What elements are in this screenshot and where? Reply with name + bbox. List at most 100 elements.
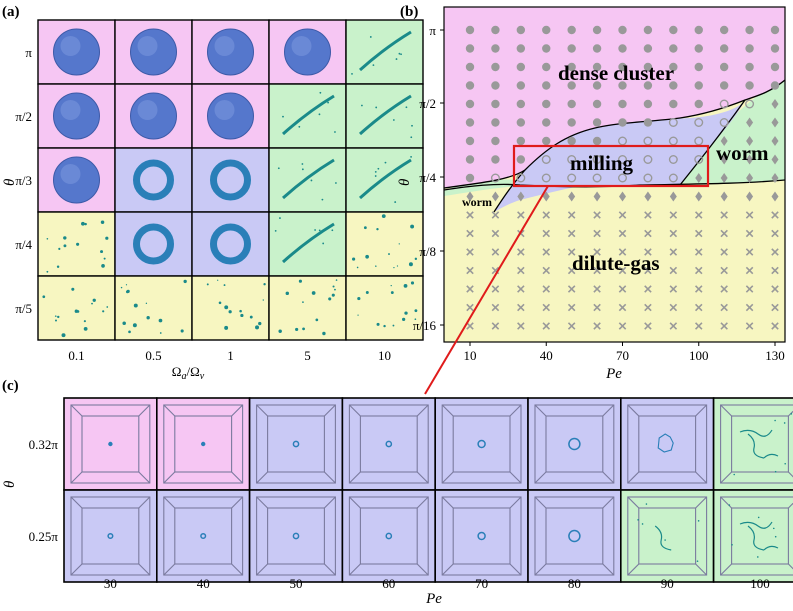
panel-a-cell-bg xyxy=(114,275,193,341)
gas-particle xyxy=(46,237,49,240)
panel-a-cell-bg xyxy=(268,211,347,277)
gas-particle xyxy=(398,243,400,245)
milling-ring-snapshot xyxy=(477,531,486,541)
marker-dense-cluster xyxy=(592,136,602,146)
gas-particle xyxy=(298,279,302,283)
gas-particle xyxy=(146,316,150,320)
marker-dilute-gas xyxy=(694,322,703,330)
marker-dense-cluster xyxy=(465,44,475,53)
marker-milling xyxy=(567,154,577,164)
marker-dilute-gas xyxy=(491,285,500,293)
panel-c-y-tick: 0.25π xyxy=(29,529,59,544)
marker-dilute-gas xyxy=(694,303,703,312)
marker-dense-cluster xyxy=(567,118,576,127)
panel-c-x-tick: 100 xyxy=(750,576,770,591)
marker-dilute-gas xyxy=(466,303,474,312)
worm-snapshot xyxy=(358,94,412,136)
panel-c-cell xyxy=(156,397,251,491)
panel-a-cell xyxy=(345,19,424,85)
marker-dense-cluster xyxy=(618,81,627,90)
panel-a-x-tick: 10 xyxy=(378,348,391,363)
marker-dilute-gas xyxy=(720,285,728,293)
panel-a-x-title: Ωa/Ωv xyxy=(172,364,205,382)
marker-dense-cluster xyxy=(592,62,602,72)
gas-particle xyxy=(120,286,123,289)
marker-worm xyxy=(720,173,728,183)
marker-milling xyxy=(592,154,602,164)
gas-particle xyxy=(81,221,85,226)
marker-dense-cluster xyxy=(465,62,475,72)
marker-dilute-gas xyxy=(517,266,525,275)
gas-particle xyxy=(125,290,129,294)
gas-particle xyxy=(388,253,390,256)
marker-worm xyxy=(466,191,474,202)
marker-dilute-gas xyxy=(644,229,652,238)
panel-b-y-tick: π/8 xyxy=(419,244,436,259)
marker-dilute-gas xyxy=(771,322,779,330)
marker-dilute-gas xyxy=(669,211,678,219)
milling-ring-snapshot xyxy=(568,529,581,543)
marker-dense-cluster xyxy=(770,44,780,53)
milling-ring-snapshot xyxy=(385,532,393,540)
marker-dilute-gas xyxy=(593,285,601,293)
marker-dilute-gas xyxy=(517,285,525,293)
marker-dilute-gas xyxy=(466,285,474,293)
marker-dense-cluster xyxy=(745,44,754,53)
gas-particle xyxy=(54,319,57,322)
region-milling xyxy=(494,100,745,212)
marker-dilute-gas xyxy=(745,248,754,256)
gas-particle xyxy=(410,224,415,229)
marker-dilute-gas xyxy=(644,285,652,293)
milling-ring-snapshot xyxy=(107,532,114,540)
marker-milling xyxy=(618,173,628,183)
marker-dense-cluster xyxy=(542,99,551,109)
marker-dense-cluster xyxy=(694,62,703,72)
marker-dense-cluster xyxy=(465,25,475,35)
marker-dilute-gas xyxy=(618,285,627,293)
marker-dense-cluster xyxy=(542,81,551,90)
marker-worm xyxy=(695,191,703,202)
panel-a-x-tick: 0.5 xyxy=(145,348,161,363)
marker-dense-cluster xyxy=(770,62,780,72)
label-dense-cluster: dense cluster xyxy=(558,61,674,85)
gas-particle xyxy=(71,287,75,291)
gas-particle xyxy=(255,325,260,330)
marker-worm xyxy=(542,191,550,202)
marker-dilute-gas xyxy=(491,322,500,330)
panel-a-cell xyxy=(268,83,347,149)
gas-particle xyxy=(92,298,96,302)
panel-a-cell xyxy=(268,147,347,213)
gas-particle xyxy=(180,329,184,333)
panel-b-x-tick: 10 xyxy=(464,348,477,363)
marker-dilute-gas xyxy=(669,303,678,312)
panel-b-x-tick: 130 xyxy=(765,348,785,363)
panel-c-cell xyxy=(434,489,529,583)
gas-particle xyxy=(159,332,162,334)
marker-dilute-gas xyxy=(618,248,627,256)
marker-worm xyxy=(695,173,703,183)
zoom-connector-line xyxy=(424,185,549,395)
panel-b: (b) dense cluster milling worm worm dilu… xyxy=(397,4,786,395)
panel-c-cell xyxy=(248,489,344,583)
gas-particle xyxy=(365,254,369,259)
marker-milling xyxy=(719,99,729,109)
marker-dilute-gas xyxy=(542,266,551,275)
simulation-box xyxy=(627,496,708,576)
marker-dilute-gas xyxy=(694,248,703,256)
marker-dense-cluster xyxy=(719,25,729,35)
panel-c-cell xyxy=(63,489,158,583)
marker-dense-cluster xyxy=(719,62,729,72)
marker-dense-cluster xyxy=(643,44,653,53)
milling-ring-snapshot xyxy=(200,532,207,540)
gas-particle xyxy=(61,333,66,338)
gas-particle xyxy=(414,309,418,313)
gas-particle xyxy=(258,321,262,326)
marker-milling xyxy=(490,173,500,183)
marker-milling xyxy=(592,173,602,183)
marker-dilute-gas xyxy=(542,248,551,256)
marker-dilute-gas xyxy=(669,229,678,238)
marker-dilute-gas xyxy=(771,266,779,275)
simulation-box xyxy=(163,496,244,576)
marker-worm xyxy=(720,154,728,165)
